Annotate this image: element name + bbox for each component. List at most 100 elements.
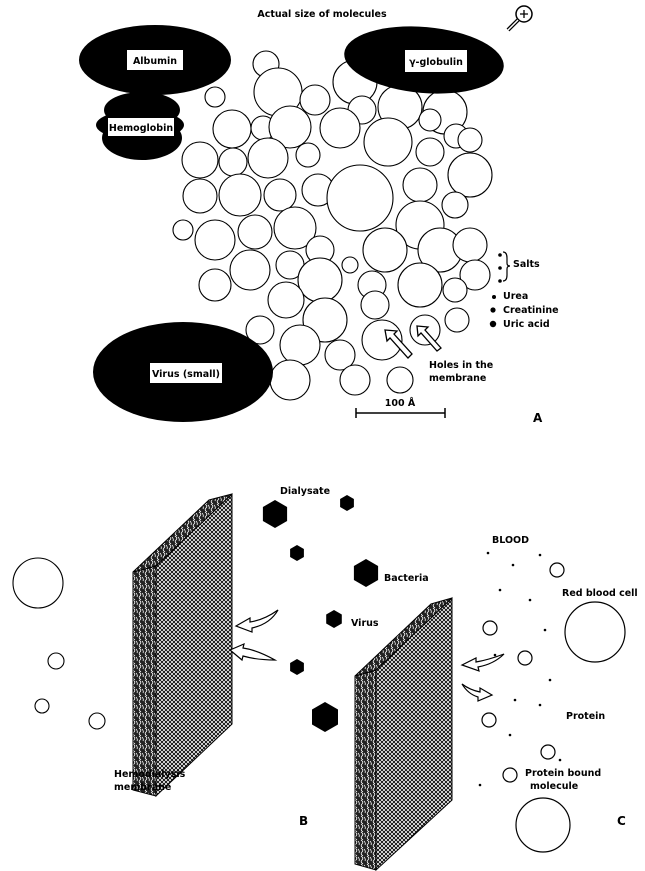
protein-circle [540,744,556,760]
hemodialysis-membrane-right [354,596,453,871]
svg-text:Holes in the: Holes in the [429,360,493,371]
svg-text:Hemodialysis: Hemodialysis [114,769,186,780]
pore-circle [204,86,226,108]
flow-arrows [228,609,505,702]
pore-circle [218,147,248,177]
svg-text:Protein bound: Protein bound [525,768,601,779]
pore-circle [360,290,390,320]
pore-circle [402,167,438,203]
pore-circle [324,339,356,371]
small-solute-dot [508,733,512,737]
pore-circle [269,359,311,401]
small-solute-dot [486,551,490,555]
pore-circle [229,249,271,291]
panel-a-title: Actual size of molecules [257,9,387,20]
pore-circle [247,137,289,179]
svg-text:BLOOD: BLOOD [492,535,529,546]
pore-circle [198,268,232,302]
small-solute-dot [558,758,562,762]
pore-circle [299,84,331,116]
pore-circle [339,364,371,396]
hemoglobin-molecule: Hemoglobin [96,92,184,160]
protein-circle [517,650,533,666]
pore-circle [182,178,218,214]
panel-a: Actual size of molecules Salts Urea Crea… [79,5,559,425]
pore-circle [442,277,468,303]
dialysate-label: Dialysate [280,486,330,497]
pore-circle [441,191,469,219]
hemodialysis-membrane-left [132,492,233,798]
small-solutes-legend: Salts Urea Creatinine Uric acid [489,251,559,330]
cell-circle [12,557,64,609]
small-solute-dot [548,678,552,682]
cell-circle [88,712,106,730]
panel-letter-c: C [617,814,626,828]
protein-circle [549,562,565,578]
bacteria-hexagon [312,702,338,732]
pore-circle [444,307,470,333]
pore-circle [447,152,493,198]
protein-circle [502,767,518,783]
small-solute-dot [478,783,482,787]
svg-text:Uric acid: Uric acid [503,319,550,330]
pore-circle [326,164,394,232]
red-blood-cell [564,601,626,663]
pore-circle [218,173,262,217]
protein-circle [482,620,498,636]
protein-circle [481,712,497,728]
svg-text:molecule: molecule [530,781,578,792]
panel-c: BLOOD Red blood cell Protein Protein bou… [478,535,638,853]
dialysate-particles [262,495,379,732]
membrane-pores [172,50,493,401]
pore-circle [245,315,275,345]
svg-text:Red blood cell: Red blood cell [562,588,638,599]
pore-circle [397,262,443,308]
small-solute-dot [528,598,532,602]
virus-particle: Virus (small) [93,322,273,422]
pore-circle [237,214,273,250]
pore-circle [363,117,413,167]
dialysate-side-cells [12,557,106,730]
panel-b: Dialysate Bacteria Virus Hemodialysis me… [12,486,505,871]
gamma-globulin-molecule: γ-globulin [344,5,533,94]
virus-hexagon [290,659,304,675]
virus-hexagon [340,495,354,511]
pore-circle [181,141,219,179]
pore-circle [172,219,194,241]
bacteria-hexagon [262,500,288,528]
albumin-molecule: Albumin [79,25,231,95]
svg-text:100 Å: 100 Å [385,398,416,409]
pore-circle [418,108,442,132]
bacteria-hexagon [353,559,379,587]
svg-text:Albumin: Albumin [133,56,177,67]
red-blood-cell [515,797,571,853]
svg-text:Salts: Salts [513,259,540,270]
virus-hexagon [290,545,304,561]
svg-text:membrane: membrane [429,373,486,384]
pore-circle [362,227,408,273]
small-solute-dot [538,703,542,707]
cell-circle [47,652,65,670]
pore-circle [268,105,312,149]
pore-circle [194,219,236,261]
pore-circle [452,227,488,263]
pore-circle [267,281,305,319]
small-solute-dot [543,628,547,632]
pore-circle [279,324,321,366]
cell-circle [34,698,50,714]
small-solute-dot [538,553,542,557]
scale-bar: 100 Å [355,398,446,418]
pore-circle [457,127,483,153]
panel-letter-b: B [299,814,308,828]
svg-text:Creatinine: Creatinine [503,305,559,316]
svg-text:γ-globulin: γ-globulin [409,57,463,68]
small-solute-dot [493,653,497,657]
hole-arrows [384,325,442,359]
pore-circle [459,259,491,291]
pore-circle [297,257,343,303]
panel-letter-a: A [533,411,543,425]
pore-circle [212,109,252,149]
pore-circle [319,107,361,149]
svg-text:Virus: Virus [351,618,379,629]
